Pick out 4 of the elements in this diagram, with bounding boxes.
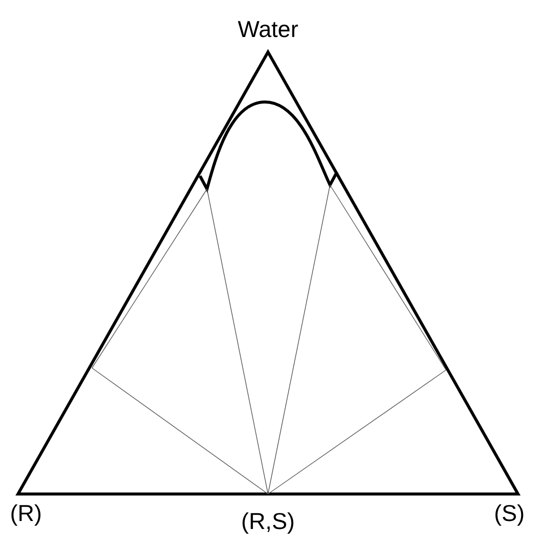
- vertex-label: (R,S): [241, 510, 295, 533]
- vertex-label: Water: [238, 18, 298, 41]
- vertex-label: (S): [494, 502, 525, 525]
- vertex-label: (R): [10, 502, 42, 525]
